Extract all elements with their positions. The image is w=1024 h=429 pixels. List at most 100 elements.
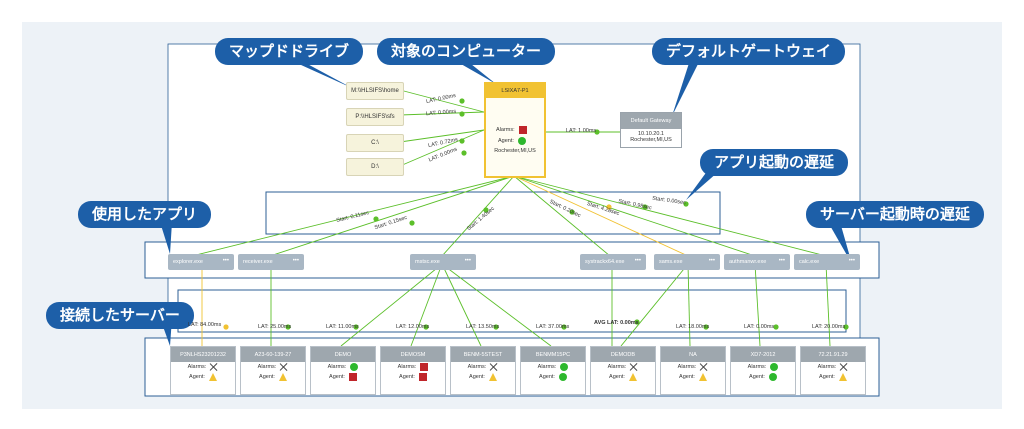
- agent-status-icon: [698, 373, 707, 381]
- app-node[interactable]: authmanwr.exe •••: [724, 254, 790, 270]
- server-name: BENM-5STEST: [451, 347, 515, 362]
- link-status-dot: [483, 207, 489, 213]
- app-node[interactable]: calc.exe•••: [794, 254, 860, 270]
- alarm-status-icon: [840, 363, 848, 371]
- computer-location: Rochester,MI,US: [494, 148, 536, 154]
- link-status-dot: [459, 98, 465, 104]
- server-name: DEMO: [311, 347, 375, 362]
- app-node[interactable]: explorer.exe •••: [168, 254, 234, 270]
- callout-server-launch-delay: サーバー起動時の遅延: [806, 201, 984, 228]
- server-agent-label: Agent:: [539, 374, 555, 380]
- drive-node[interactable]: P:\\HLSIFS\sfs: [346, 108, 404, 126]
- server-name: XD7-2012: [731, 347, 795, 362]
- app-menu-icon[interactable]: •••: [634, 258, 641, 264]
- drive-node[interactable]: D:\: [346, 158, 404, 176]
- drive-label: P:\\HLSIFS\sfs: [355, 114, 395, 120]
- link-status-dot: [594, 129, 600, 135]
- server-alarms-label: Alarms:: [257, 364, 277, 370]
- alarm-status-icon: [210, 363, 218, 371]
- server-name: BENMM15PC: [521, 347, 585, 362]
- server-name: DEMODB: [591, 347, 655, 362]
- server-latency: LAT: 84.00ms: [188, 322, 222, 328]
- server-latency: AVG LAT: 0.00ms: [594, 320, 639, 326]
- server-agent-label: Agent:: [329, 374, 345, 380]
- drive-label: D:\: [371, 164, 379, 170]
- server-agent-label: Agent:: [819, 374, 835, 380]
- link-status-dot: [493, 324, 499, 330]
- computer-alarms-label: Alarms:: [496, 127, 515, 133]
- server-alarms-label: Alarms:: [747, 364, 767, 370]
- server-alarms-label: Alarms:: [817, 364, 837, 370]
- link-status-dot: [423, 324, 429, 330]
- app-name: mstsc.exe: [415, 259, 440, 265]
- link-status-dot: [606, 204, 612, 210]
- alarm-status-icon: [630, 363, 638, 371]
- app-menu-icon[interactable]: •••: [222, 258, 229, 264]
- agent-status-icon: [208, 373, 217, 381]
- agent-status-icon: [348, 373, 357, 381]
- server-latency: LAT: 20.00ms: [812, 324, 846, 330]
- app-menu-icon[interactable]: •••: [292, 258, 299, 264]
- link-status-dot: [634, 319, 640, 325]
- alarm-status-icon: [770, 363, 779, 371]
- server-name: 72.21.91.29: [801, 347, 865, 362]
- link-status-dot: [409, 220, 415, 226]
- drive-node[interactable]: M:\\HLSIFS\home: [346, 82, 404, 100]
- callout-target-computer: 対象のコンピューター: [377, 38, 556, 65]
- alarm-status-icon: [518, 126, 527, 134]
- server-latency: LAT: 18.00ms: [676, 324, 710, 330]
- alarm-status-icon: [420, 363, 429, 371]
- server-name: DEMOSM: [381, 347, 445, 362]
- gateway-title: Default Gateway: [621, 113, 681, 129]
- app-node[interactable]: mstsc.exe •••: [410, 254, 476, 270]
- target-computer-node[interactable]: LSIXA7-P1 Alarms: Agent: Rochester,MI,US: [484, 82, 546, 178]
- app-name: explorer.exe: [173, 259, 203, 265]
- app-menu-icon[interactable]: •••: [464, 258, 471, 264]
- gateway-node[interactable]: Default Gateway 10.10.20.1 Rochester,MI,…: [620, 112, 682, 148]
- drive-node[interactable]: C:\: [346, 134, 404, 152]
- app-menu-icon[interactable]: •••: [848, 258, 855, 264]
- app-node[interactable]: systrackx64.exe•••: [580, 254, 646, 270]
- drive-label: M:\\HLSIFS\home: [351, 88, 399, 94]
- server-name: NA: [661, 347, 725, 362]
- link-status-dot: [561, 324, 567, 330]
- link-status-dot: [461, 150, 467, 156]
- server-latency: LAT: 37.00ms: [536, 324, 570, 330]
- app-delay-frame: [265, 191, 721, 235]
- link-status-dot: [373, 216, 379, 222]
- agent-status-icon: [628, 373, 637, 381]
- alarm-status-icon: [490, 363, 498, 371]
- app-menu-icon[interactable]: •••: [708, 258, 715, 264]
- callout-used-apps: 使用したアプリ: [78, 201, 212, 228]
- link-status-dot: [683, 201, 689, 207]
- link-status-dot: [642, 204, 648, 210]
- server-alarms-label: Alarms:: [187, 364, 207, 370]
- app-name: authmanwr.exe: [729, 259, 767, 265]
- link-status-dot: [353, 324, 359, 330]
- agent-status-icon: [517, 137, 526, 145]
- app-menu-icon[interactable]: •••: [778, 258, 785, 264]
- alarm-status-icon: [350, 363, 359, 371]
- app-node[interactable]: sams.exe•••: [654, 254, 720, 270]
- agent-status-icon: [768, 373, 777, 381]
- alarm-status-icon: [560, 363, 569, 371]
- link-status-dot: [703, 324, 709, 330]
- link-status-dot: [223, 324, 229, 330]
- link-status-dot: [459, 138, 465, 144]
- app-node[interactable]: receiver.exe•••: [238, 254, 304, 270]
- link-status-dot: [459, 111, 465, 117]
- server-agent-label: Agent:: [749, 374, 765, 380]
- computer-name: LSIXA7-P1: [486, 84, 544, 98]
- gateway-location: Rochester,MI,US: [630, 137, 672, 143]
- gateway-ip: 10.10.20.1: [638, 131, 664, 137]
